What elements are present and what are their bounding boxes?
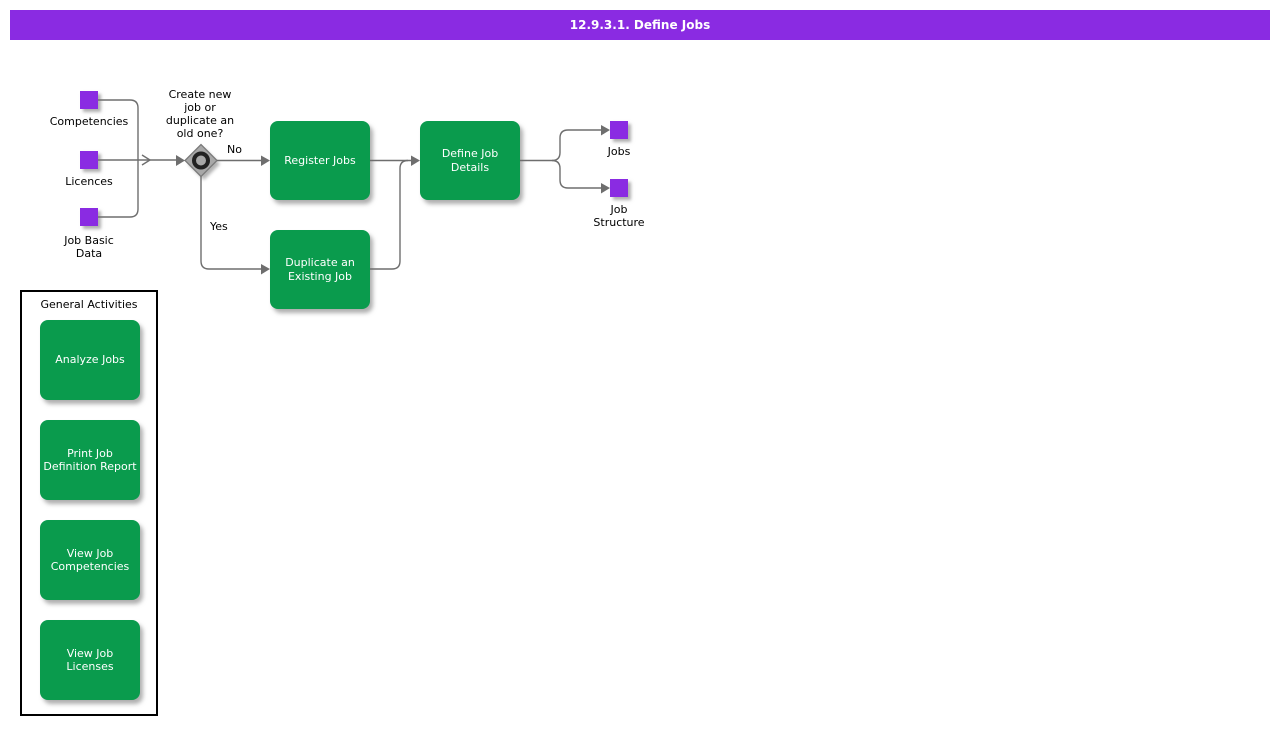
artifact-job-basic-data-label: Job Basic Data [64, 234, 114, 260]
activity-register-jobs[interactable]: Register Jobs [270, 121, 370, 200]
artifact-competencies-label: Competencies [49, 115, 129, 128]
activity-analyze-jobs[interactable]: Analyze Jobs [40, 320, 140, 400]
decision-question-label: Create new job or duplicate an old one? [165, 88, 235, 140]
artifact-competencies[interactable] [80, 91, 98, 109]
arrowhead-jobs-output [601, 125, 610, 136]
arrowhead-job-structure-output [601, 183, 610, 194]
activity-print-job-definition-report-label: Print Job Definition Report [43, 446, 137, 474]
branch-no-label: No [227, 143, 242, 156]
output-split-connector [520, 129, 601, 189]
artifact-jobs[interactable] [610, 121, 628, 139]
artifact-job-basic-data[interactable] [80, 208, 98, 226]
arrowhead-into-gateway [176, 155, 185, 166]
activity-view-job-competencies-label: View Job Competencies [50, 546, 130, 574]
arrowhead-duplicate-job [261, 264, 270, 275]
artifact-licences-label: Licences [65, 175, 113, 188]
artifact-jobs-label: Jobs [607, 145, 631, 158]
branch-yes-label: Yes [210, 220, 228, 233]
activity-define-job-details[interactable]: Define Job Details [420, 121, 520, 200]
activity-print-job-definition-report[interactable]: Print Job Definition Report [40, 420, 140, 500]
artifact-licences[interactable] [80, 151, 98, 169]
arrowhead-define-job-details [411, 155, 420, 166]
merge-define-connector [370, 159, 411, 270]
activity-duplicate-existing-job[interactable]: Duplicate an Existing Job [270, 230, 370, 309]
activity-define-job-details-label: Define Job Details [441, 147, 499, 174]
activity-register-jobs-label: Register Jobs [284, 153, 356, 167]
decision-gateway-icon [184, 143, 220, 180]
merge-chevron-icon [141, 154, 152, 166]
artifact-job-structure[interactable] [610, 179, 628, 197]
activity-analyze-jobs-label: Analyze Jobs [55, 353, 125, 367]
arrowhead-register-jobs [261, 155, 270, 166]
activity-view-job-licenses-label: View Job Licenses [66, 646, 114, 674]
activity-view-job-licenses[interactable]: View Job Licenses [40, 620, 140, 700]
general-activities-title: General Activities [40, 298, 138, 311]
title-bar: 12.9.3.1. Define Jobs [10, 10, 1270, 40]
artifact-job-structure-label: Job Structure [593, 203, 645, 229]
activity-duplicate-existing-job-label: Duplicate an Existing Job [285, 256, 355, 283]
activity-view-job-competencies[interactable]: View Job Competencies [40, 520, 140, 600]
